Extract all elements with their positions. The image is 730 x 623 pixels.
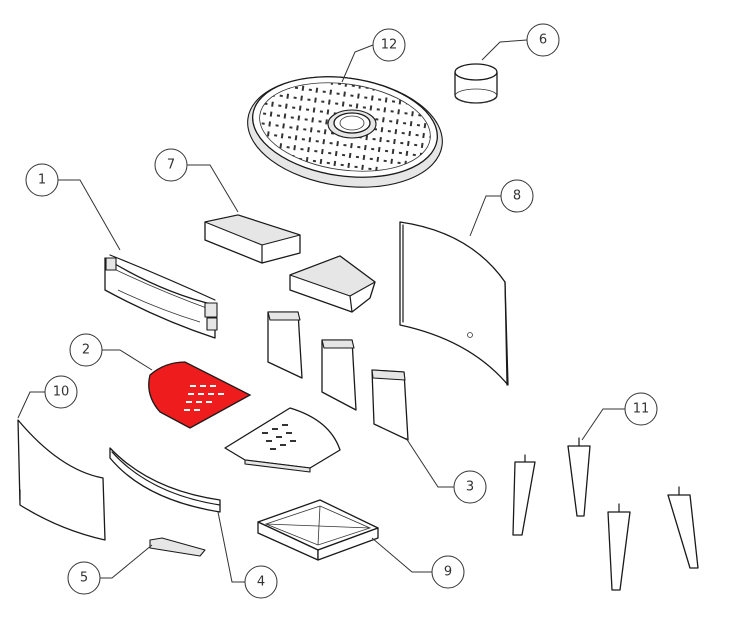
svg-text:5: 5 [80,571,88,586]
part-9-ash-tray [257,499,379,561]
callout-8: 8 [500,179,534,213]
svg-text:11: 11 [633,402,650,417]
svg-text:6: 6 [539,33,547,48]
callout-9: 9 [431,555,465,589]
callout-7: 7 [154,148,188,182]
part-5-handle [149,537,206,557]
part-10-front-glass [17,419,106,541]
part-4-door-seal [109,447,221,513]
part-6-cap [454,63,498,104]
callout-1: 1 [25,163,59,197]
part-11-legs [512,437,699,591]
callout-11: 11 [624,392,658,426]
callout-3: 3 [453,470,487,504]
part-7-baffle-blocks [204,214,376,313]
svg-text:10: 10 [53,385,70,400]
callout-2: 2 [69,333,103,367]
part-3-side-bricks [267,311,409,441]
callout-10: 10 [44,375,78,409]
leader-lines [17,39,625,583]
svg-text:7: 7 [167,158,175,173]
part-8-back-panel [399,221,509,386]
part-1-door-frame [104,254,218,339]
svg-text:2: 2 [82,343,90,358]
callouts: 1 2 3 4 5 6 7 8 9 10 11 12 [25,23,658,599]
callout-4: 4 [244,565,278,599]
part-2-fire-grate-highlighted [148,361,252,429]
svg-text:12: 12 [381,38,398,53]
svg-text:3: 3 [466,480,474,495]
svg-text:1: 1 [38,173,46,188]
callout-6: 6 [526,23,560,57]
svg-text:8: 8 [513,189,521,204]
svg-text:4: 4 [257,575,265,590]
callout-12: 12 [372,28,406,62]
svg-text:9: 9 [444,565,452,580]
part-12-oval-grate [247,76,443,188]
part-ash-grate [224,407,341,473]
callout-5: 5 [67,561,101,595]
